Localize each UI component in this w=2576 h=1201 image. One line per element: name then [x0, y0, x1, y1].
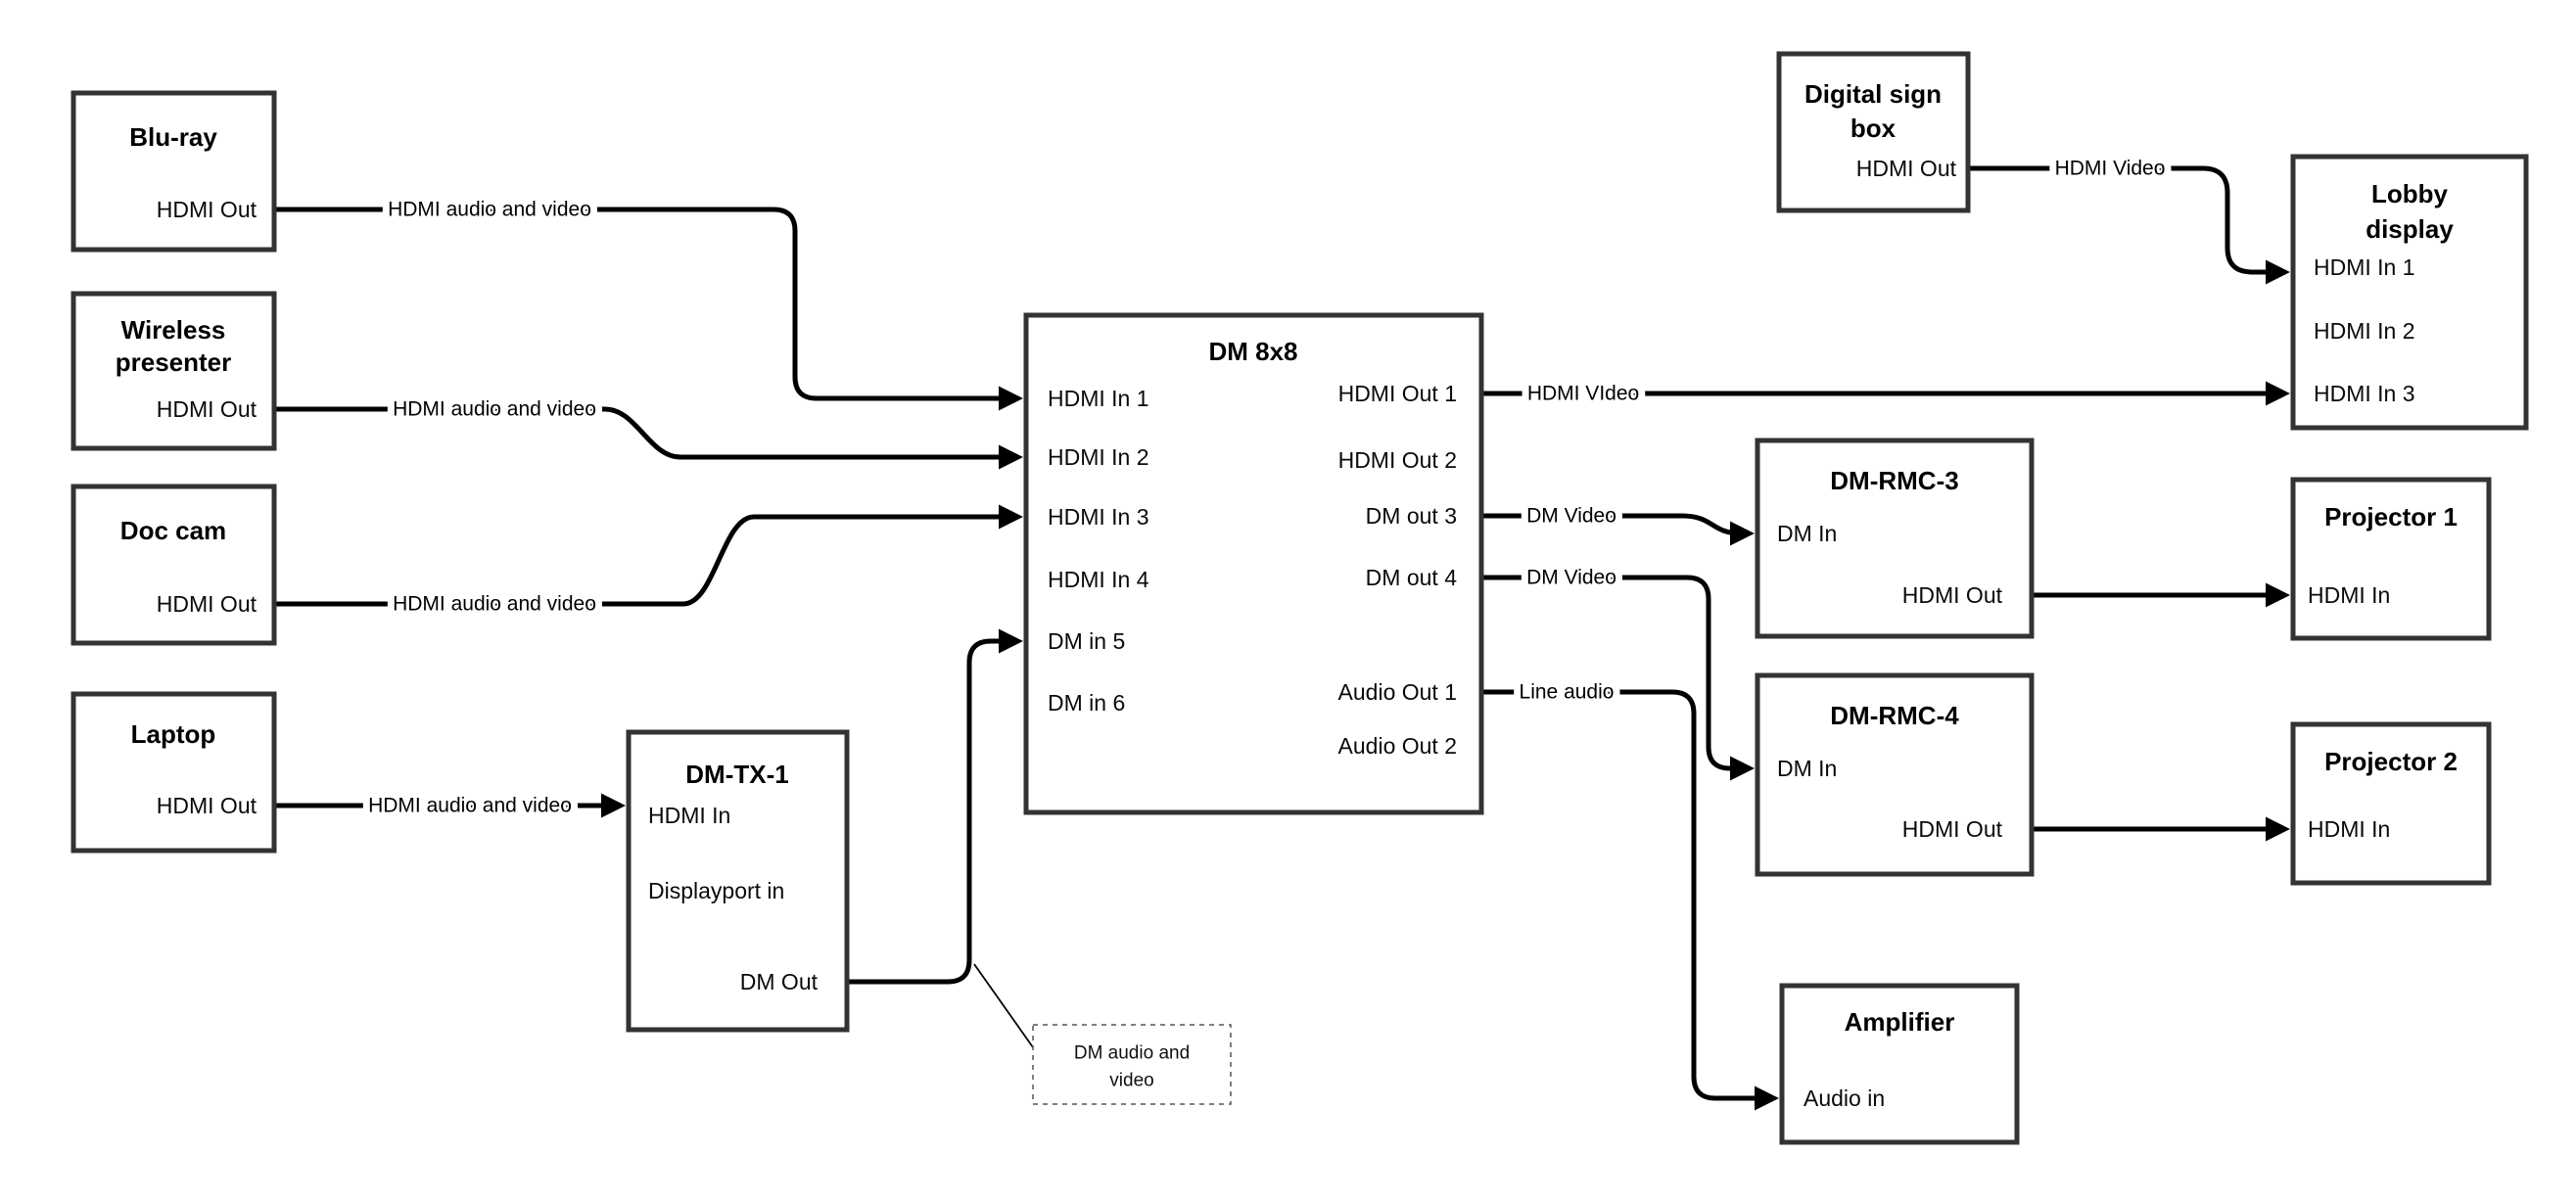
projector-2-box: [2290, 721, 2492, 886]
lobby-display-title-line1: Lobby: [2371, 179, 2449, 208]
node-projector-2: Projector 2 HDMI In: [2290, 721, 2492, 886]
node-dm-rmc-3: DM-RMC-3 DM In HDMI Out: [1755, 438, 2035, 639]
doc-cam-box: [70, 484, 277, 646]
dm-8x8-port-hdmi-out-2: HDMI Out 2: [1338, 447, 1457, 473]
laptop-title: Laptop: [131, 719, 216, 749]
dm-8x8-port-audio-out-2: Audio Out 2: [1338, 733, 1457, 759]
dm-tx-1-box: [626, 729, 850, 1033]
wireless-presenter-port-hdmi-out: HDMI Out: [157, 396, 258, 422]
projector-1-port-hdmi-in: HDMI In: [2308, 582, 2390, 608]
projector-2-port-hdmi-in: HDMI In: [2308, 816, 2390, 842]
doc-cam-port-hdmi-out: HDMI Out: [157, 591, 258, 617]
connector-dmtx1-dmout-to-dm8x8-in5: [847, 628, 1023, 985]
dm-tx-1-port-hdmi-in: HDMI In: [648, 803, 730, 828]
wire-label-hdmi-video-sign: HDMI Video: [2055, 158, 2166, 180]
laptop-port-hdmi-out: HDMI Out: [157, 793, 258, 818]
callout-text-line2: video: [1109, 1071, 1153, 1091]
connector-dm8x8-audioout1-to-amplifier: [1474, 689, 1779, 1111]
lobby-display-title-line2: display: [2365, 214, 2454, 244]
node-dm-8x8: DM 8x8 HDMI In 1 HDMI In 2 HDMI In 3 HDM…: [1023, 312, 1484, 815]
connector-dm8x8-dmout3-to-dmrmc3: [1474, 513, 1755, 546]
dm-rmc-4-title: DM-RMC-4: [1830, 701, 1959, 730]
connector-digitalsign-to-lobby-in1: [1960, 165, 2290, 285]
dm-8x8-port-dm-in-5: DM in 5: [1048, 628, 1125, 654]
wire-label-hdmi-audio-video-4: HDMI audio and video: [368, 795, 572, 817]
lobby-display-port-hdmi-in-3: HDMI In 3: [2314, 381, 2415, 406]
dm-8x8-port-dm-out-4: DM out 4: [1366, 565, 1458, 590]
callout-dm-audio-and-video: DM audio and video: [973, 963, 1232, 1105]
wireless-presenter-title-line2: presenter: [116, 347, 232, 377]
dm-8x8-port-hdmi-in-1: HDMI In 1: [1048, 386, 1149, 411]
connectors: [274, 165, 2290, 1111]
node-bluray: Blu-ray HDMI Out: [70, 90, 277, 253]
wireless-presenter-title-line1: Wireless: [121, 315, 226, 345]
node-dm-tx-1: DM-TX-1 HDMI In Displayport in DM Out: [626, 729, 850, 1033]
connector-doccam-to-dm8x8-in3: [274, 504, 1023, 607]
laptop-box: [70, 691, 277, 854]
connector-dm8x8-dmout4-to-dmrmc4: [1474, 575, 1755, 781]
wire-label-hdmi-audio-video-3: HDMI audio and video: [393, 593, 596, 616]
dm-tx-1-title: DM-TX-1: [685, 760, 788, 789]
dm-rmc-4-port-dm-in: DM In: [1777, 756, 1837, 781]
bluray-title: Blu-ray: [129, 122, 217, 152]
bluray-port-hdmi-out: HDMI Out: [157, 197, 258, 222]
dm-8x8-port-hdmi-in-4: HDMI In 4: [1048, 567, 1149, 592]
digital-sign-box-title-line1: Digital sign: [1804, 79, 1942, 109]
lobby-display-port-hdmi-in-1: HDMI In 1: [2314, 254, 2415, 280]
wire-label-hdmi-audio-video-2: HDMI audio and video: [393, 398, 596, 421]
amplifier-title: Amplifier: [1845, 1007, 1955, 1037]
amplifier-box: [1779, 983, 2020, 1145]
dm-8x8-box: [1023, 312, 1484, 815]
connector-bluray-to-dm8x8-in1: [274, 207, 1023, 411]
lobby-display-port-hdmi-in-2: HDMI In 2: [2314, 318, 2415, 344]
digital-sign-box-title-line2: box: [1850, 114, 1897, 143]
node-doc-cam: Doc cam HDMI Out: [70, 484, 277, 646]
wireless-presenter-box: [70, 291, 277, 451]
digital-sign-box-port-hdmi-out: HDMI Out: [1856, 156, 1957, 181]
dm-8x8-port-hdmi-in-2: HDMI In 2: [1048, 444, 1149, 470]
node-laptop: Laptop HDMI Out: [70, 691, 277, 854]
doc-cam-title: Doc cam: [120, 516, 226, 545]
dm-rmc-4-port-hdmi-out: HDMI Out: [1902, 816, 2003, 842]
dm-rmc-3-port-hdmi-out: HDMI Out: [1902, 582, 2003, 608]
dm-8x8-port-dm-in-6: DM in 6: [1048, 690, 1125, 716]
dm-8x8-title: DM 8x8: [1208, 337, 1297, 366]
node-digital-sign-box: Digital sign box HDMI Out: [1776, 51, 1971, 213]
wire-label-hdmi-audio-video-1: HDMI audio and video: [388, 199, 591, 221]
dm-8x8-port-audio-out-1: Audio Out 1: [1338, 679, 1457, 705]
node-amplifier: Amplifier Audio in: [1779, 983, 2020, 1145]
dm-tx-1-port-displayport-in: Displayport in: [648, 878, 784, 903]
node-lobby-display: Lobby display HDMI In 1 HDMI In 2 HDMI I…: [2290, 154, 2529, 431]
node-projector-1: Projector 1 HDMI In: [2290, 477, 2492, 641]
lobby-display-box: [2290, 154, 2529, 431]
callout-leader-line: [973, 963, 1034, 1048]
node-wireless-presenter: Wireless presenter HDMI Out: [70, 291, 277, 451]
projector-1-box: [2290, 477, 2492, 641]
wire-label-dm-video-out4: DM Video: [1526, 567, 1616, 589]
projector-1-title: Projector 1: [2324, 502, 2458, 531]
connector-wireless-to-dm8x8-in2: [274, 406, 1023, 470]
dm-8x8-port-hdmi-out-1: HDMI Out 1: [1338, 381, 1457, 406]
amplifier-port-audio-in: Audio in: [1803, 1086, 1885, 1111]
dm-8x8-port-hdmi-in-3: HDMI In 3: [1048, 504, 1149, 530]
callout-box: [1032, 1024, 1232, 1105]
dm-tx-1-port-dm-out: DM Out: [740, 969, 819, 994]
callout-text-line1: DM audio and: [1074, 1043, 1190, 1064]
dm-8x8-port-dm-out-3: DM out 3: [1366, 503, 1457, 529]
digital-sign-box-box: [1776, 51, 1971, 213]
bluray-box: [70, 90, 277, 253]
wire-label-dm-video-out3: DM Video: [1526, 505, 1616, 528]
dm-rmc-3-port-dm-in: DM In: [1777, 521, 1837, 546]
dm-rmc-3-title: DM-RMC-3: [1830, 466, 1958, 495]
node-dm-rmc-4: DM-RMC-4 DM In HDMI Out: [1755, 672, 2035, 877]
dm-rmc-3-box: [1755, 438, 2035, 639]
projector-2-title: Projector 2: [2324, 747, 2458, 776]
wire-label-hdmi-video-out1: HDMI VIdeo: [1527, 383, 1639, 405]
wire-label-line-audio: Line audio: [1520, 681, 1615, 704]
dm-rmc-4-box: [1755, 672, 2035, 877]
